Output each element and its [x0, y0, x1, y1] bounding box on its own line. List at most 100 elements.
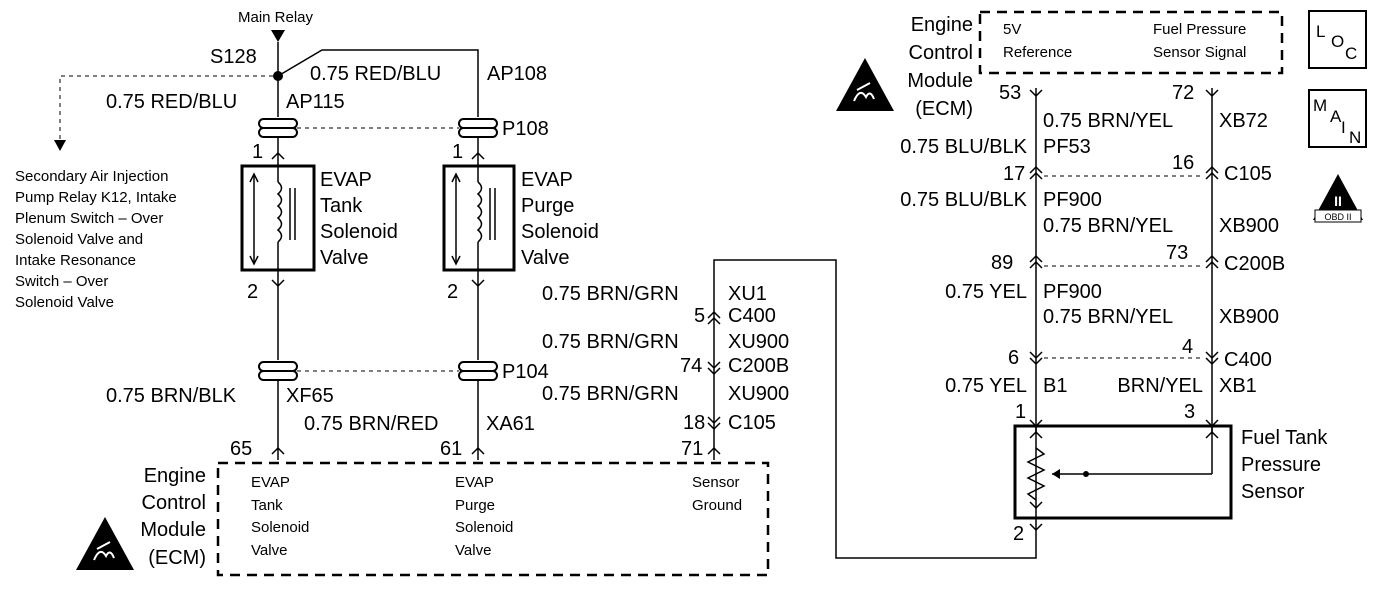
c105-right-pin: 16 — [1172, 152, 1194, 174]
note-line: Intake Resonance — [15, 252, 136, 269]
wire-xb900b-circuit: XB900 — [1219, 306, 1279, 328]
note-line: Switch – Over — [15, 273, 108, 290]
wire-xb900b-color: 0.75 BRN/YEL — [1043, 306, 1173, 328]
c200b-right-label: C200B — [1224, 253, 1285, 275]
main-icon: M A I N — [1308, 89, 1367, 148]
note-line: Plenum Switch – Over — [15, 210, 163, 227]
c400-left-pin: 6 — [1008, 347, 1019, 369]
wire-pf900b-color: 0.75 YEL — [945, 281, 1027, 303]
c200b-right-pin: 73 — [1166, 242, 1188, 264]
c200b-pin: 74 — [680, 355, 702, 377]
evap-tank-solenoid: 1 EVAP Tank Solenoid Valve 2 — [240, 137, 398, 360]
ecm-bottom: 65 61 71 Engine Control Module (ECM) EVA… — [140, 438, 770, 577]
ecm-top-title-line: (ECM) — [915, 98, 973, 120]
c200b-left-pin: 89 — [991, 252, 1013, 274]
connector-p104: P104 — [258, 361, 549, 383]
evap-purge-solenoid: 1 EVAP Purge Solenoid Valve 2 — [442, 137, 599, 360]
tank-label-line: Tank — [320, 195, 363, 217]
wire-xb1-color: BRN/YEL — [1117, 375, 1203, 397]
note-line: Pump Relay K12, Intake — [15, 189, 177, 206]
svg-text:N: N — [1349, 128, 1361, 147]
svg-text:I: I — [1341, 118, 1346, 137]
wire-xf65-color: 0.75 BRN/BLK — [106, 385, 237, 407]
wire-xa61-color: 0.75 BRN/RED — [304, 413, 439, 435]
ecm-pin-65: 65 — [230, 438, 252, 460]
ecm-tank-line: Solenoid — [251, 519, 309, 536]
ecm-purge-line: Purge — [455, 497, 495, 514]
purge-label-line: Purge — [521, 195, 574, 217]
ecm-purge-line: EVAP — [455, 474, 494, 491]
svg-text:M: M — [1313, 96, 1327, 115]
ecm-tank-line: Valve — [251, 542, 287, 559]
relay-arrow-icon — [271, 30, 285, 42]
purge-label-line: EVAP — [521, 169, 573, 191]
ecm-ref-line: 5V — [1003, 21, 1021, 38]
wire-pf900b-circuit: PF900 — [1043, 281, 1102, 303]
ecm-purge-line: Solenoid — [455, 519, 513, 536]
tank-label-line: Valve — [320, 247, 369, 269]
wire-ap108-circuit: AP108 — [487, 63, 547, 85]
svg-text:O: O — [1331, 32, 1344, 51]
ecm-bottom-title-line: Engine — [144, 465, 206, 487]
purge-pin-bottom: 2 — [447, 281, 458, 303]
ecm-tank-line: EVAP — [251, 474, 290, 491]
wire-ap115-color: 0.75 RED/BLU — [106, 91, 237, 113]
wire-b1-circuit: B1 — [1043, 375, 1067, 397]
wire-xu900b-color: 0.75 BRN/GRN — [542, 383, 679, 405]
c400-pin: 5 — [694, 305, 705, 327]
ecm-signal-line: Sensor Signal — [1153, 44, 1246, 61]
branch-arrow-icon — [54, 140, 66, 151]
wire-xb72-color: 0.75 BRN/YEL — [1043, 110, 1173, 132]
tank-pin-bottom: 2 — [247, 281, 258, 303]
tank-pin-top: 1 — [252, 141, 263, 163]
purge-pin-top: 1 — [452, 141, 463, 163]
svg-text:C: C — [1345, 44, 1357, 63]
wire-xb900a-circuit: XB900 — [1219, 215, 1279, 237]
wire-xa61-circuit: XA61 — [486, 413, 535, 435]
ecm-purge-line: Valve — [455, 542, 491, 559]
ecm-signal-line: Fuel Pressure — [1153, 21, 1246, 38]
ecm-pin-53: 53 — [999, 82, 1021, 104]
note-line: Solenoid Valve — [15, 294, 114, 311]
note-line: Secondary Air Injection — [15, 168, 168, 185]
esd-warning-icon — [836, 58, 894, 111]
connector-p104-label: P104 — [502, 361, 549, 383]
wire-xu1-color: 0.75 BRN/GRN — [542, 283, 679, 305]
wire-xu900a-color: 0.75 BRN/GRN — [542, 331, 679, 353]
sensor-label-line: Fuel Tank — [1241, 427, 1328, 449]
c400-label: C400 — [728, 305, 776, 327]
purge-label-line: Solenoid — [521, 221, 599, 243]
main-relay-feed: Main Relay S128 — [54, 9, 479, 151]
sensor-pin-2: 2 — [1013, 523, 1024, 545]
loc-icon: L O C — [1308, 10, 1367, 69]
c105-pin: 18 — [683, 412, 705, 434]
c200b-label: C200B — [728, 355, 789, 377]
ecm-bottom-title-line: (ECM) — [148, 547, 206, 569]
ecm-ground-line: Ground — [692, 497, 742, 514]
wire-xb900a-color: 0.75 BRN/YEL — [1043, 215, 1173, 237]
sensor-pin-1: 1 — [1015, 401, 1026, 423]
wire-xu1-circuit: XU1 — [728, 283, 767, 305]
tank-label-line: EVAP — [320, 169, 372, 191]
wire-xu900a-circuit: XU900 — [728, 331, 789, 353]
ecm-top: Engine Control Module (ECM) 5V Reference… — [907, 10, 1284, 120]
svg-text:OBD II: OBD II — [1324, 212, 1351, 222]
connector-p108: P108 — [258, 118, 549, 140]
c400-right-pin: 4 — [1182, 336, 1193, 358]
ecm-ground-line: Sensor — [692, 474, 740, 491]
ecm-bottom-title-line: Module — [140, 519, 206, 541]
connector-p108-label: P108 — [502, 118, 549, 140]
c105-left-pin: 17 — [1003, 163, 1025, 185]
ecm-pin-71: 71 — [681, 438, 703, 460]
right-wiring: 0.75 BRN/YEL XB72 0.75 BLU/BLK PF53 17 1… — [900, 88, 1285, 432]
obd-ii-icon: II OBD II — [1313, 174, 1363, 223]
svg-text:L: L — [1316, 22, 1325, 41]
wire-xb1-circuit: XB1 — [1219, 375, 1257, 397]
main-relay-label: Main Relay — [238, 9, 314, 26]
tank-label-line: Solenoid — [320, 221, 398, 243]
c105-label: C105 — [728, 412, 776, 434]
ecm-pin-61: 61 — [440, 438, 462, 460]
wire-ap108-color: 0.75 RED/BLU — [310, 63, 441, 85]
wire-xb72-circuit: XB72 — [1219, 110, 1268, 132]
